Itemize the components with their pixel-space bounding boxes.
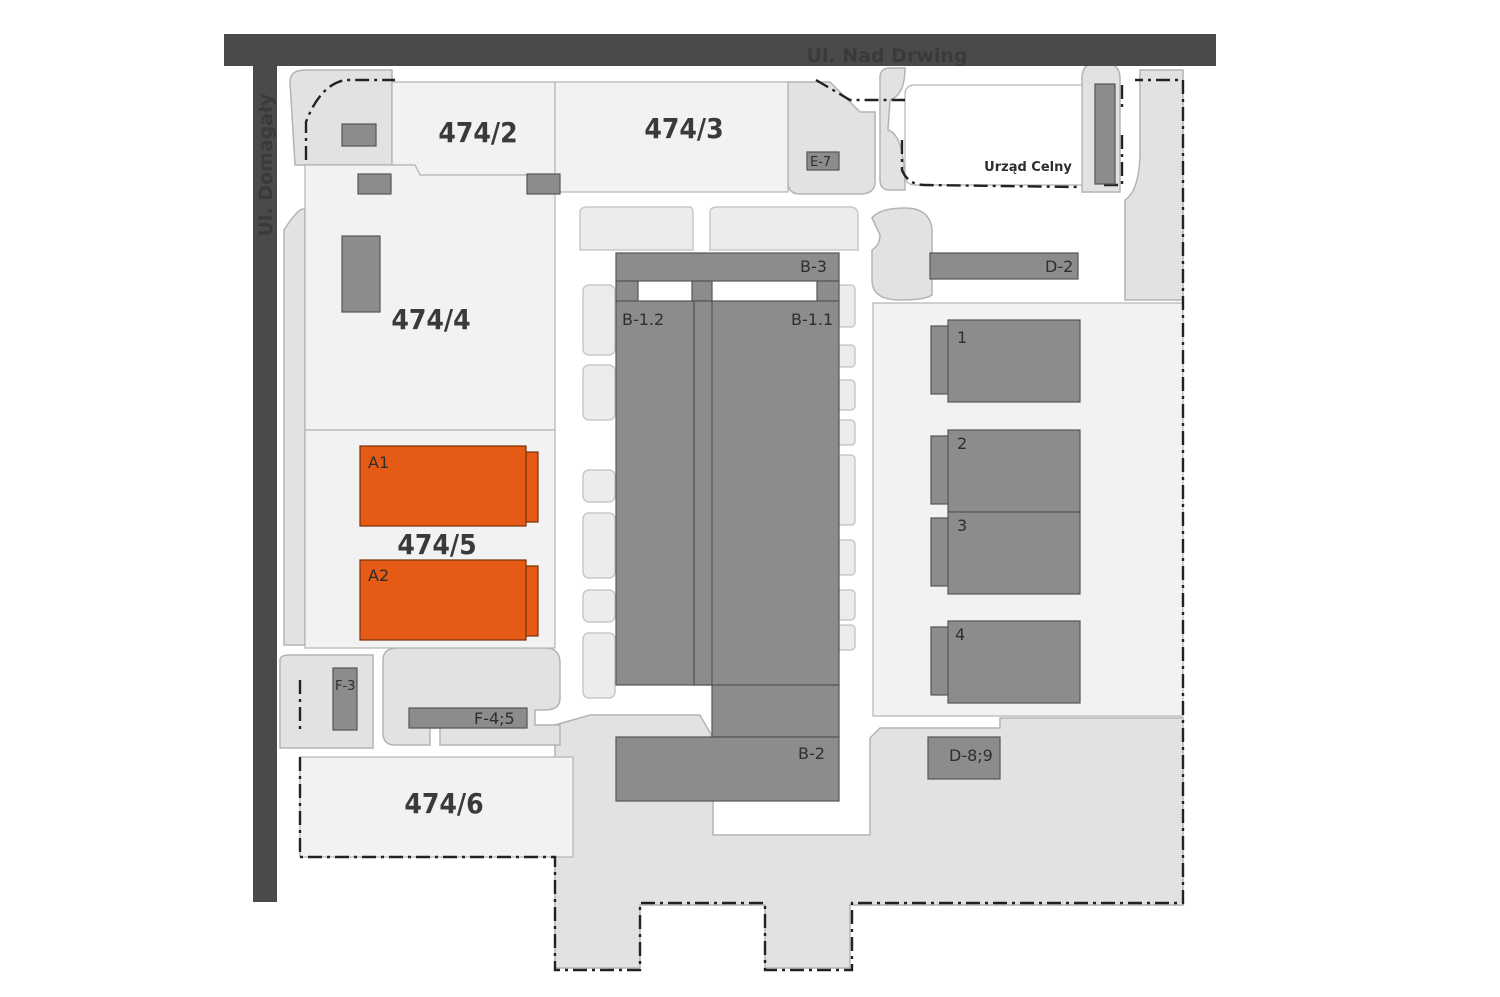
building-a1[interactable]: [359, 445, 527, 527]
road-ul-nad-drwing: [224, 34, 1216, 66]
building-d2: [929, 252, 1079, 280]
building-b3-connector-right: [816, 280, 840, 302]
street-label-north: Ul. Nad Drwing: [806, 45, 967, 67]
building-label-1: 1: [957, 328, 967, 347]
roads: [224, 34, 1216, 902]
buildings: [332, 83, 1116, 802]
building-3-annex: [930, 517, 950, 587]
building-label-3: 3: [957, 516, 967, 535]
building-small-474-4a: [357, 173, 392, 195]
building-label-b3: B-3: [800, 257, 827, 276]
building-label-4: 4: [955, 625, 965, 644]
building-label-e7: E-7: [810, 155, 831, 170]
building-label-b12: B-1.2: [622, 310, 664, 329]
street-label-west: Ul. Domagały: [255, 93, 277, 237]
building-small-nw: [341, 123, 377, 147]
building-label-d89: D-8;9: [949, 746, 993, 765]
building-b11: [693, 300, 840, 686]
building-label-f3: F-3: [335, 679, 355, 694]
building-label-a2: A2: [368, 566, 389, 585]
building-474-4: [341, 235, 381, 313]
building-b3-connector-left: [615, 280, 639, 302]
plot-label-474-4: 474/4: [391, 303, 470, 336]
building-2-annex: [930, 435, 950, 505]
building-3: [947, 511, 1081, 595]
building-label-a1: A1: [368, 453, 389, 472]
building-b12: [615, 300, 695, 686]
building-small-474-4b: [526, 173, 561, 195]
highlighted-buildings: [359, 445, 539, 641]
ground-east-strip: [1124, 69, 1184, 301]
ground-f-zone: [279, 654, 374, 749]
building-b2: [615, 736, 840, 802]
plot-label-474-5: 474/5: [397, 528, 476, 561]
site-boundary: [298, 78, 1185, 972]
parking-blocks: [579, 206, 859, 699]
ground-e7-zone: [787, 81, 876, 195]
building-label-d2: D-2: [1045, 257, 1073, 276]
building-b11-divider: [693, 300, 713, 686]
building-f3: [332, 667, 358, 731]
building-label-b2: B-2: [798, 744, 825, 763]
plot-label-474-6: 474/6: [404, 787, 483, 820]
plot-474-3: [554, 81, 789, 193]
building-4-annex: [930, 626, 950, 696]
building-a2[interactable]: [359, 559, 527, 641]
building-1: [947, 319, 1081, 403]
building-4: [947, 620, 1081, 704]
building-d89: [927, 736, 1001, 780]
ground-f45-zone: [382, 647, 561, 746]
plot-label-474-3: 474/3: [644, 112, 723, 145]
building-customs: [1094, 83, 1116, 185]
ground-customs-left: [879, 67, 906, 191]
building-label-f45: F-4;5: [474, 709, 515, 728]
building-2: [947, 429, 1081, 513]
plot-474-6: [299, 756, 574, 858]
ground-d2-zone: [871, 207, 933, 301]
customs-label: Urząd Celny: [984, 160, 1072, 175]
road-ul-domagaly: [253, 66, 277, 902]
building-f45: [408, 707, 528, 729]
ground-west-strip: [283, 208, 306, 646]
plot-customs: [904, 84, 1083, 186]
building-b3: [615, 252, 840, 282]
building-label-b11: B-1.1: [791, 310, 833, 329]
building-1-annex: [930, 325, 950, 395]
building-e7: [806, 151, 840, 171]
building-b2-upper: [711, 684, 840, 738]
plot-label-474-2: 474/2: [438, 116, 517, 149]
building-label-2: 2: [957, 434, 967, 453]
building-b3-connector-mid: [691, 280, 713, 302]
